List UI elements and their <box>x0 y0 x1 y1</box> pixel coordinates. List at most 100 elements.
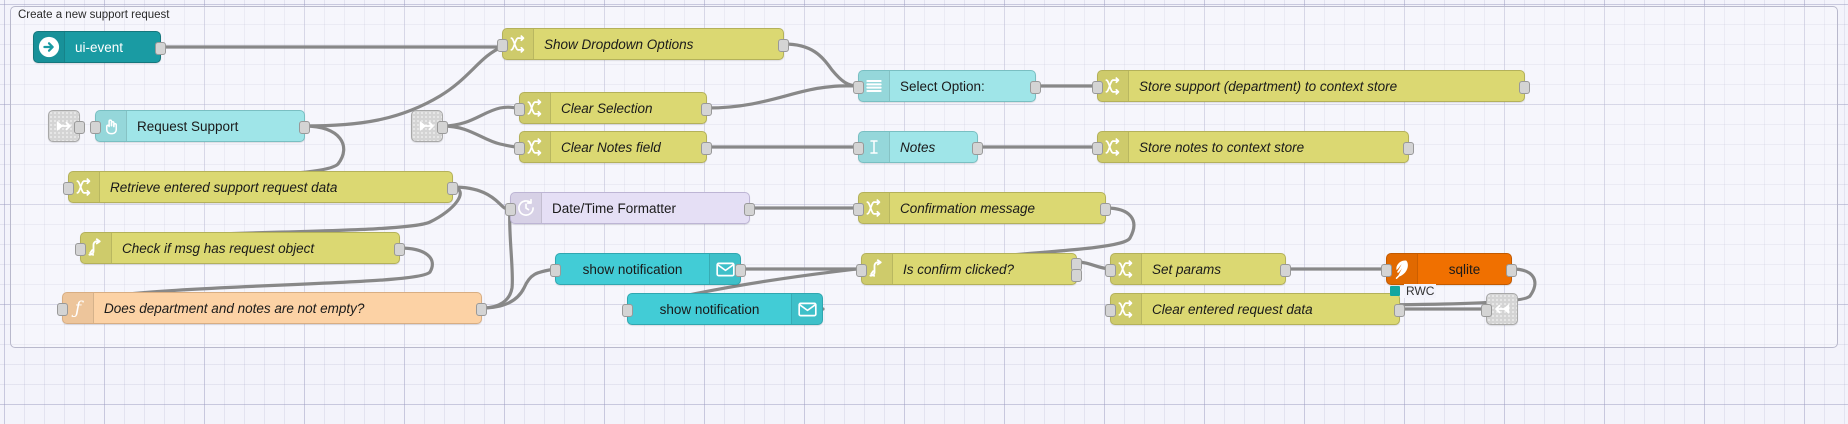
node-output-port[interactable] <box>155 41 166 55</box>
node-label: Clear entered request data <box>1152 301 1313 317</box>
node-label: Check if msg has request object <box>122 240 315 256</box>
node-input-port[interactable] <box>497 38 508 52</box>
node-show-dropdown[interactable]: Show Dropdown Options <box>497 28 789 60</box>
node-output-port[interactable] <box>778 38 789 52</box>
node-check-request-obj[interactable]: Check if msg has request object <box>75 232 405 264</box>
node-label: Does department and notes are not empty? <box>104 300 365 316</box>
node-input-port[interactable] <box>505 202 516 216</box>
node-input-port[interactable] <box>75 242 86 256</box>
node-output-port[interactable] <box>972 141 983 155</box>
node-output-port[interactable] <box>1071 268 1082 282</box>
node-is-confirm-clicked[interactable]: Is confirm clicked? <box>856 253 1082 285</box>
switch-icon <box>862 254 893 284</box>
node-output-port[interactable] <box>1394 303 1405 317</box>
node-input-port[interactable] <box>1092 80 1103 94</box>
node-output-port[interactable] <box>1280 263 1291 277</box>
node-clear-selection[interactable]: Clear Selection <box>514 92 712 124</box>
node-notes[interactable]: Notes <box>853 131 983 163</box>
pointer-hand-icon <box>96 111 127 141</box>
node-request-support[interactable]: Request Support <box>90 110 310 142</box>
node-label: Store notes to context store <box>1139 139 1305 155</box>
node-dept-notes-empty[interactable]: ƒ Does department and notes are not empty… <box>57 292 487 324</box>
node-label: Select Option: <box>900 78 985 94</box>
link-in-icon <box>412 111 442 141</box>
node-input-port[interactable] <box>63 181 74 195</box>
node-input-port[interactable] <box>853 141 864 155</box>
node-output-port[interactable] <box>1030 80 1041 94</box>
node-input-port[interactable] <box>1092 141 1103 155</box>
node-input-port[interactable] <box>853 202 864 216</box>
node-store-notes[interactable]: Store notes to context store <box>1092 131 1414 163</box>
node-label: Notes <box>900 139 936 155</box>
change-icon <box>520 93 551 123</box>
node-input-port[interactable] <box>90 120 101 134</box>
node-output-port[interactable] <box>1100 202 1111 216</box>
svg-text:ƒ: ƒ <box>71 299 85 318</box>
node-output-port[interactable] <box>299 120 310 134</box>
node-retrieve-data[interactable]: Retrieve entered support request data <box>63 171 458 203</box>
node-output-port[interactable] <box>74 120 85 134</box>
node-input-port[interactable] <box>853 80 864 94</box>
node-input-port[interactable] <box>1105 303 1116 317</box>
node-link-in-1[interactable] <box>48 110 85 142</box>
node-output-port[interactable] <box>437 120 448 134</box>
node-label: Retrieve entered support request data <box>110 179 338 195</box>
node-output-port[interactable] <box>701 141 712 155</box>
node-confirmation-msg[interactable]: Confirmation message <box>853 192 1111 224</box>
node-datetime-formatter[interactable]: Date/Time Formatter <box>505 192 755 224</box>
function-icon: ƒ <box>63 293 94 323</box>
node-show-notification-1[interactable]: show notification <box>550 253 746 285</box>
switch-icon <box>81 233 112 263</box>
node-select-option[interactable]: Select Option: <box>853 70 1041 102</box>
node-set-params[interactable]: Set params <box>1105 253 1291 285</box>
node-input-port[interactable] <box>514 102 525 116</box>
node-input-port[interactable] <box>1481 303 1492 317</box>
node-input-port[interactable] <box>550 263 561 277</box>
node-output-port[interactable] <box>1506 263 1517 277</box>
change-icon <box>503 29 534 59</box>
node-label: Date/Time Formatter <box>552 200 677 216</box>
node-label: show notification <box>659 301 760 317</box>
node-label: Request Support <box>137 118 239 134</box>
status-badge: RWC <box>1390 284 1437 298</box>
node-clear-request-data[interactable]: Clear entered request data <box>1105 293 1405 325</box>
node-input-port[interactable] <box>622 303 633 317</box>
node-output-port[interactable] <box>1519 80 1530 94</box>
link-in-icon <box>49 111 79 141</box>
node-label: Set params <box>1152 261 1222 277</box>
node-show-notification-2[interactable]: show notification <box>622 293 823 325</box>
node-output-port[interactable] <box>744 202 755 216</box>
change-icon <box>69 172 100 202</box>
node-output-port[interactable] <box>447 181 458 195</box>
change-icon <box>520 132 551 162</box>
node-store-support[interactable]: Store support (department) to context st… <box>1092 70 1530 102</box>
clock-icon <box>511 193 542 223</box>
node-ui-event[interactable]: ui-event <box>33 31 166 63</box>
node-output-port[interactable] <box>735 263 746 277</box>
node-label: Store support (department) to context st… <box>1139 78 1398 94</box>
change-icon <box>859 193 890 223</box>
node-input-port[interactable] <box>57 302 68 316</box>
node-output-port[interactable] <box>394 242 405 256</box>
envelope-icon <box>709 254 740 284</box>
node-label: Is confirm clicked? <box>903 261 1015 277</box>
node-label: ui-event <box>75 39 124 55</box>
status-dot-icon <box>1390 286 1400 296</box>
node-link-in-2[interactable] <box>411 110 448 142</box>
node-link-out-1[interactable] <box>1481 293 1518 325</box>
node-input-port[interactable] <box>1105 263 1116 277</box>
flow-group-label: Create a new support request <box>18 9 170 21</box>
list-icon <box>859 71 890 101</box>
node-input-port[interactable] <box>514 141 525 155</box>
node-input-port[interactable] <box>1381 263 1392 277</box>
node-label: Clear Selection <box>561 100 653 116</box>
node-output-port[interactable] <box>1403 141 1414 155</box>
node-input-port[interactable] <box>856 263 867 277</box>
node-label: Confirmation message <box>900 200 1036 216</box>
change-icon <box>1111 294 1142 324</box>
node-sqlite[interactable]: sqlite <box>1381 253 1517 285</box>
node-output-port[interactable] <box>701 102 712 116</box>
node-output-port[interactable] <box>476 302 487 316</box>
node-clear-notes[interactable]: Clear Notes field <box>514 131 712 163</box>
